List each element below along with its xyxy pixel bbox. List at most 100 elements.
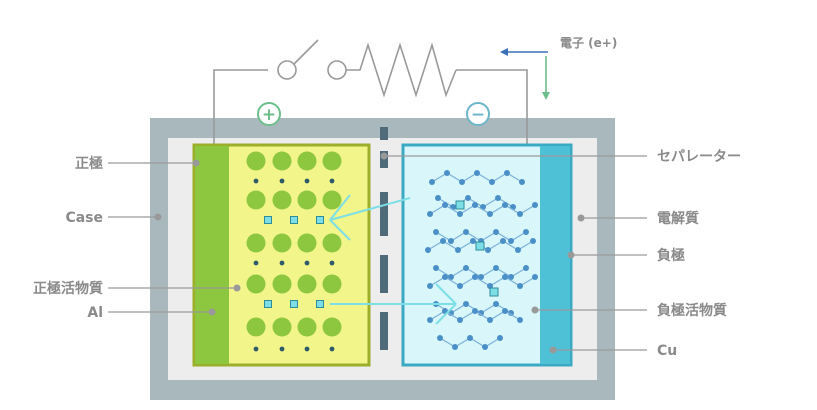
graphite-atom (497, 335, 503, 341)
particle-dot (304, 346, 310, 352)
electron-arrowhead-down (542, 92, 550, 100)
ion-ray-upper-1 (329, 194, 351, 221)
label-aluminum: Al (87, 305, 103, 321)
graphite-atom (433, 265, 439, 271)
ion-paths (329, 194, 457, 325)
graphite-atom (502, 202, 508, 208)
graphite-atom (495, 195, 501, 201)
lithium-ion (264, 300, 272, 308)
particle-dot (304, 178, 310, 184)
graphite-atom (463, 229, 469, 235)
lithium-ion (290, 300, 298, 308)
electron-arrowhead-left (500, 48, 508, 56)
graphite-atom (485, 247, 491, 253)
label-electron: 電子 (e+) (560, 36, 617, 50)
switch-contact-right (327, 60, 347, 80)
graphite-atom (427, 211, 433, 217)
positive-particle (322, 190, 342, 210)
electron-flow-arrows (500, 48, 550, 100)
graphite-atom (508, 310, 514, 316)
positive-particle (322, 274, 342, 294)
lithium-ion (316, 300, 324, 308)
positive-particle (297, 274, 317, 294)
label-positive-active-material: 正極活物質 (33, 280, 103, 297)
label-negative-active-material: 負極活物質 (657, 302, 727, 319)
negative-electrode (401, 143, 573, 367)
lithium-ion (290, 216, 298, 224)
positive-particle (272, 233, 292, 253)
particle-dot (329, 260, 335, 266)
leader-lines (108, 152, 647, 354)
positive-particle (246, 190, 266, 210)
graphite-atom (472, 202, 478, 208)
label-separator: セパレーター (657, 149, 741, 165)
lithium-ion (264, 216, 272, 224)
graphite-atom (459, 179, 465, 185)
graphite-atom (457, 211, 463, 217)
graphite-atom (442, 202, 448, 208)
graphite-atom (442, 274, 448, 280)
particle-dot (329, 178, 335, 184)
graphite-atom (463, 301, 469, 307)
graphite-atom (500, 238, 506, 244)
external-circuit (213, 39, 528, 146)
graphite-atom (455, 247, 461, 253)
ion-ray-lower-1 (435, 283, 457, 305)
aluminum-collector (195, 146, 229, 364)
ion-path-upper (329, 197, 411, 221)
graphite-atom (437, 335, 443, 341)
positive-particle (297, 233, 317, 253)
separator-segment (380, 127, 388, 140)
negative-terminal-icon: − (466, 102, 490, 126)
graphite-atom (457, 317, 463, 323)
graphite-atom (433, 229, 439, 235)
graphite-atom (504, 170, 510, 176)
positive-particle (272, 274, 292, 294)
particle-dot (279, 260, 285, 266)
positive-particle (246, 274, 266, 294)
label-electrolyte: 電解質 (657, 210, 699, 227)
graphite-atom (472, 274, 478, 280)
label-copper: Cu (657, 343, 677, 359)
positive-particle (246, 233, 266, 253)
graphite-atom (489, 179, 495, 185)
graphite-atom (517, 283, 523, 289)
lithium-ion (316, 216, 324, 224)
positive-particle (297, 317, 317, 337)
graphite-layers (425, 170, 538, 350)
positive-terminal-icon: + (257, 102, 281, 126)
graphite-atom (517, 317, 523, 323)
graphite-atom (517, 211, 523, 217)
copper-collector (540, 146, 570, 364)
graphite-atom (427, 317, 433, 323)
graphite-atom (452, 344, 458, 350)
label-negative-electrode: 負極 (657, 247, 685, 264)
lithium-ion-intercalated (489, 287, 499, 297)
positive-particle (322, 317, 342, 337)
particle-dot (253, 178, 259, 184)
graphite-atom (435, 195, 441, 201)
switch-contact-left (277, 60, 297, 80)
positive-terminal-symbol: + (262, 105, 276, 125)
graphite-atom (425, 247, 431, 253)
label-case: Case (65, 210, 103, 226)
graphite-atom (444, 170, 450, 176)
graphite-atom (519, 179, 525, 185)
graphite-atom (467, 335, 473, 341)
negative-terminal-symbol: − (471, 105, 485, 125)
graphite-atom (523, 265, 529, 271)
particle-dot (304, 260, 310, 266)
ion-ray-lower-2 (435, 303, 457, 325)
particle-dot (279, 346, 285, 352)
graphite-atom (463, 265, 469, 271)
graphite-atom (429, 179, 435, 185)
graphite-atom (532, 202, 538, 208)
lithium-ion-intercalated (455, 200, 465, 210)
positive-particle (246, 151, 266, 171)
positive-particle (272, 190, 292, 210)
separator-segment (380, 312, 388, 350)
graphite-atom (448, 238, 454, 244)
resistor (346, 42, 457, 98)
graphite-atom (457, 283, 463, 289)
positive-particles (246, 151, 342, 352)
